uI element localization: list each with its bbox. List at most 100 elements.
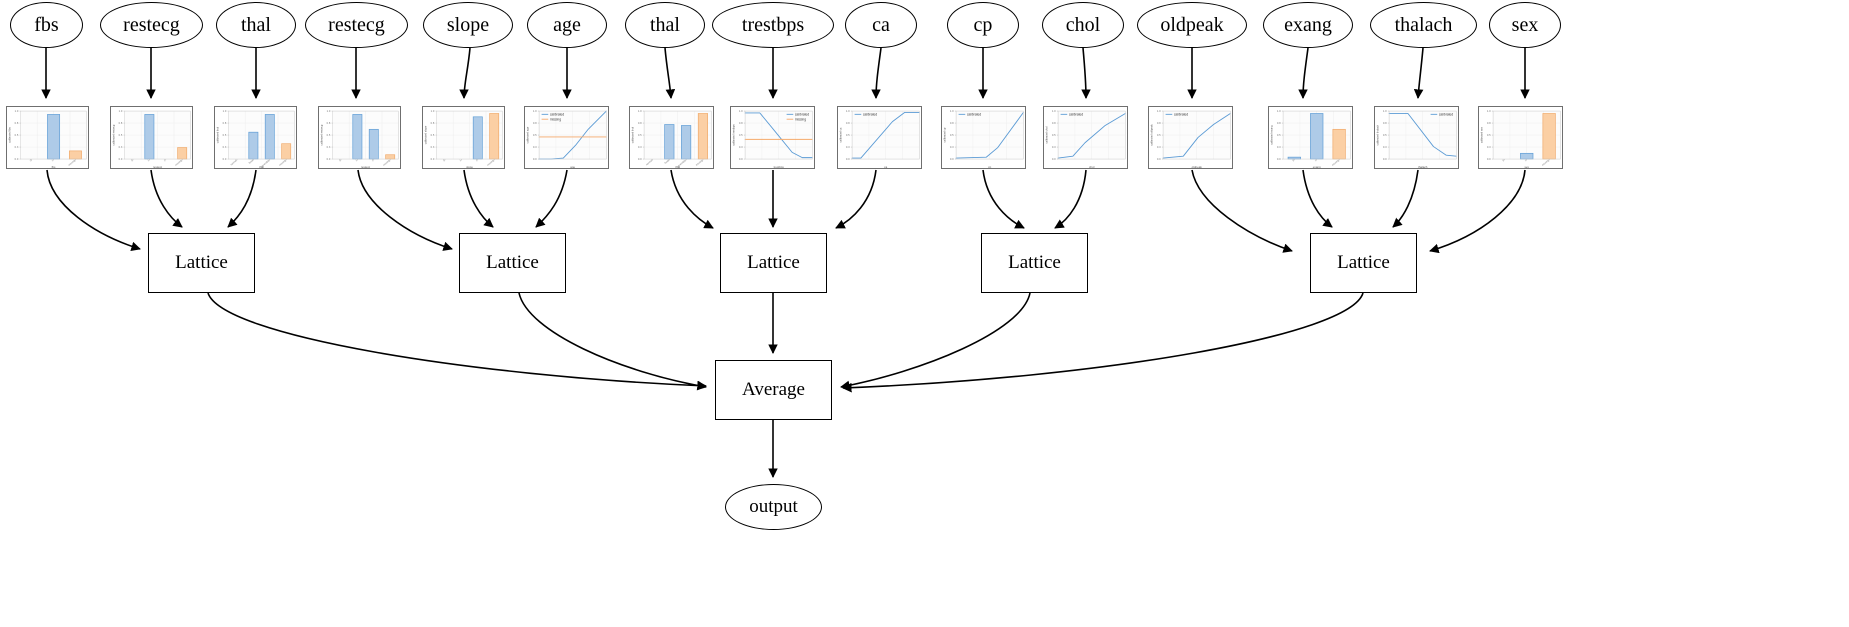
svg-text:1.0: 1.0: [431, 109, 435, 113]
feature-label: trestbps: [741, 13, 805, 36]
svg-text:missing: missing: [795, 117, 806, 121]
svg-text:restecg: restecg: [361, 165, 371, 168]
feature-label: slope: [446, 13, 490, 36]
feature-node-oldpeak[interactable]: oldpeak: [1137, 2, 1247, 48]
feature-node-cp[interactable]: cp: [947, 2, 1019, 48]
svg-text:1.0: 1.0: [739, 109, 743, 113]
svg-text:1: 1: [1524, 159, 1527, 163]
svg-text:0.8: 0.8: [1487, 121, 1491, 125]
svg-text:0.3: 0.3: [223, 145, 227, 149]
svg-text:0.5: 0.5: [223, 133, 227, 137]
svg-text:0.3: 0.3: [1383, 145, 1387, 149]
feature-node-thal-2[interactable]: thal: [625, 2, 705, 48]
svg-text:1.0: 1.0: [1157, 109, 1161, 113]
svg-text:normal: normal: [230, 159, 238, 166]
output-node[interactable]: output: [725, 484, 822, 530]
feature-node-slope[interactable]: slope: [423, 2, 513, 48]
svg-text:0.8: 0.8: [950, 121, 954, 125]
svg-text:missing: missing: [383, 159, 392, 167]
svg-text:missing: missing: [695, 159, 704, 167]
feature-label: cp: [973, 13, 993, 36]
svg-text:fixed: fixed: [248, 159, 254, 165]
svg-text:missing: missing: [550, 117, 561, 121]
svg-text:0.8: 0.8: [1383, 121, 1387, 125]
lattice-node-2[interactable]: Lattice: [720, 233, 827, 293]
lattice-label: Lattice: [747, 252, 800, 273]
feature-node-exang[interactable]: exang: [1263, 2, 1353, 48]
average-node[interactable]: Average: [715, 360, 832, 420]
svg-text:0.5: 0.5: [1277, 133, 1281, 137]
svg-text:calibrated sex: calibrated sex: [1480, 126, 1484, 143]
svg-text:1.0: 1.0: [119, 109, 123, 113]
feature-node-sex[interactable]: sex: [1489, 2, 1561, 48]
lattice-label: Lattice: [175, 252, 228, 273]
lattice-node-1[interactable]: Lattice: [459, 233, 566, 293]
feature-label: sex: [1511, 13, 1539, 36]
feature-node-ca[interactable]: ca: [845, 2, 917, 48]
svg-text:thalach: thalach: [1418, 165, 1428, 168]
feature-node-trestbps[interactable]: trestbps: [712, 2, 834, 48]
svg-text:calibrated chol: calibrated chol: [1045, 126, 1049, 143]
svg-text:calibrated: calibrated: [550, 113, 564, 117]
svg-text:0.0: 0.0: [223, 157, 227, 161]
svg-text:0.5: 0.5: [950, 133, 954, 137]
svg-text:restecg: restecg: [153, 165, 163, 168]
svg-text:1.0: 1.0: [1052, 109, 1056, 113]
feature-label: chol: [1065, 13, 1101, 36]
svg-text:0.5: 0.5: [1487, 133, 1491, 137]
svg-text:0.8: 0.8: [1052, 121, 1056, 125]
svg-text:1: 1: [459, 159, 462, 163]
svg-text:1: 1: [51, 159, 54, 163]
svg-text:calibrated restecg: calibrated restecg: [320, 124, 324, 145]
svg-text:0.3: 0.3: [950, 145, 954, 149]
feature-node-fbs[interactable]: fbs: [10, 2, 83, 48]
svg-text:0.3: 0.3: [431, 145, 435, 149]
svg-text:0.3: 0.3: [1487, 145, 1491, 149]
feature-node-restecg-1[interactable]: restecg: [100, 2, 203, 48]
svg-text:0: 0: [443, 159, 446, 163]
svg-text:0.8: 0.8: [15, 121, 19, 125]
svg-text:oldpeak: oldpeak: [1192, 165, 1203, 168]
average-label: Average: [742, 379, 805, 400]
svg-text:missing: missing: [1331, 159, 1340, 167]
feature-label: thal: [650, 13, 680, 36]
lattice-node-0[interactable]: Lattice: [148, 233, 255, 293]
svg-text:0.0: 0.0: [533, 157, 537, 161]
svg-text:2: 2: [475, 159, 478, 163]
output-label: output: [749, 496, 798, 517]
svg-text:calibrated: calibrated: [1069, 113, 1083, 117]
feature-node-chol[interactable]: chol: [1042, 2, 1124, 48]
svg-text:0.0: 0.0: [950, 157, 954, 161]
feature-node-restecg-2[interactable]: restecg: [305, 2, 408, 48]
lattice-node-4[interactable]: Lattice: [1310, 233, 1417, 293]
svg-text:cp: cp: [988, 165, 991, 168]
svg-text:missing: missing: [175, 159, 184, 167]
lattice-node-3[interactable]: Lattice: [981, 233, 1088, 293]
feature-node-thalach[interactable]: thalach: [1370, 2, 1477, 48]
svg-text:0.0: 0.0: [1052, 157, 1056, 161]
svg-text:2: 2: [163, 159, 166, 163]
svg-text:0.0: 0.0: [1487, 157, 1491, 161]
lattice-label: Lattice: [1337, 252, 1390, 273]
svg-text:0: 0: [131, 159, 134, 163]
feature-node-age[interactable]: age: [527, 2, 607, 48]
feature-node-thal-1[interactable]: thal: [216, 2, 296, 48]
